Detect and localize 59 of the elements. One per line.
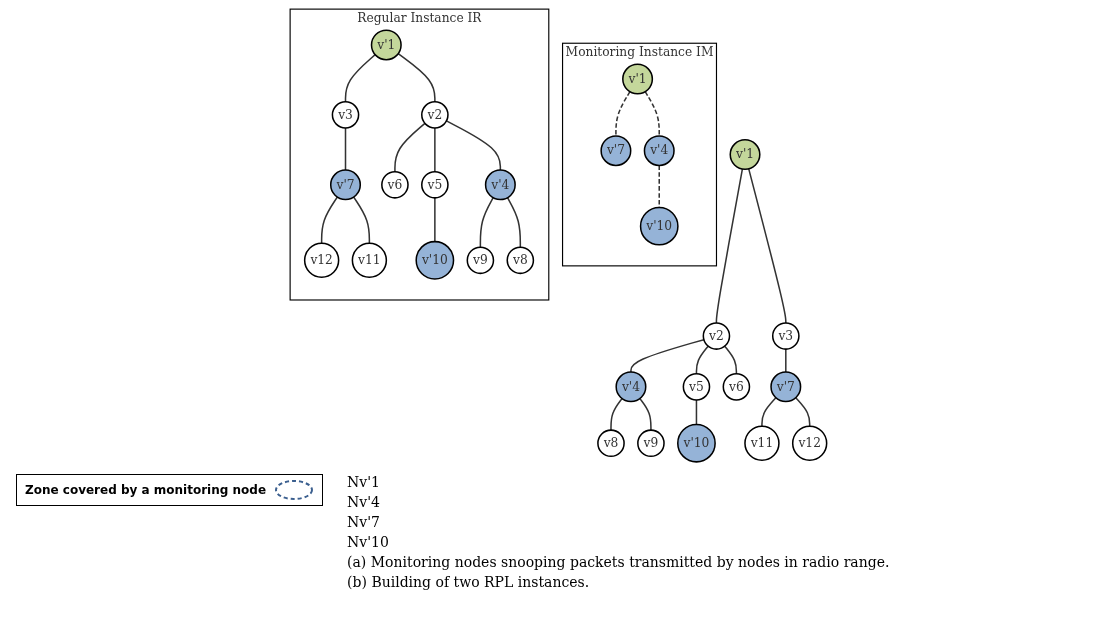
text-label: (a) Monitoring nodes snooping packets transmitted by nodes in radio range. [347,554,891,570]
connector [506,196,522,248]
connector [724,344,738,374]
connector [748,167,787,324]
node-circle: v'4 [643,134,675,166]
node-circle: v8 [597,428,625,457]
node-circle: v3 [331,100,360,129]
connector [639,397,652,431]
text-label: Nv'4 [347,494,381,510]
node-circle: v'1 [370,28,402,60]
node-circle: v5 [682,372,711,401]
connector [761,396,777,427]
node-circle: v2 [421,100,449,129]
node-circle: v8 [506,245,535,274]
connector [397,52,436,103]
connector [695,344,710,374]
node-circle: v'4 [615,370,647,402]
connector [644,90,661,137]
node-circle: v11 [744,424,780,461]
connector [695,398,698,425]
connector [630,338,705,373]
text-label: Nv'7 [347,514,381,530]
node-circle: v12 [792,424,828,461]
connector [615,90,631,137]
node-circle: v9 [466,245,495,274]
node-circle: v3 [772,321,800,350]
connector [715,167,744,324]
node-circle: v6 [381,170,409,199]
connector [344,126,347,171]
connector [479,196,495,248]
node-circle: v'10 [639,206,679,246]
text-label: (b) Building of two RPL instances. [347,574,591,590]
connector [610,397,623,431]
node-circle: v9 [637,428,665,457]
text-label: Nv'10 [347,534,390,550]
node-circle: v'4 [484,168,516,200]
node-circle: v'7 [770,370,802,402]
node-circle: v'7 [600,134,632,166]
connector [321,195,339,244]
node-circle: v'7 [330,168,362,200]
node-circle: v'10 [677,423,716,463]
connector [785,347,787,373]
node-circle: v'10 [415,240,455,280]
text-label: Nv'1 [347,474,381,490]
node-circle: v2 [702,321,731,350]
node-circle: v6 [722,372,751,401]
node-circle: v'1 [622,63,654,95]
connector [795,396,811,427]
node-circle: v11 [351,242,388,278]
connector [434,126,436,172]
connector [434,196,436,242]
node-circle: v'1 [729,138,761,170]
node-circle: v5 [421,170,449,199]
connector [353,195,371,244]
connector [445,119,502,171]
legend-text: Zone covered by a monitoring node [25,483,267,497]
connector [394,122,426,172]
connector [344,53,377,103]
node-circle: v12 [304,242,340,278]
